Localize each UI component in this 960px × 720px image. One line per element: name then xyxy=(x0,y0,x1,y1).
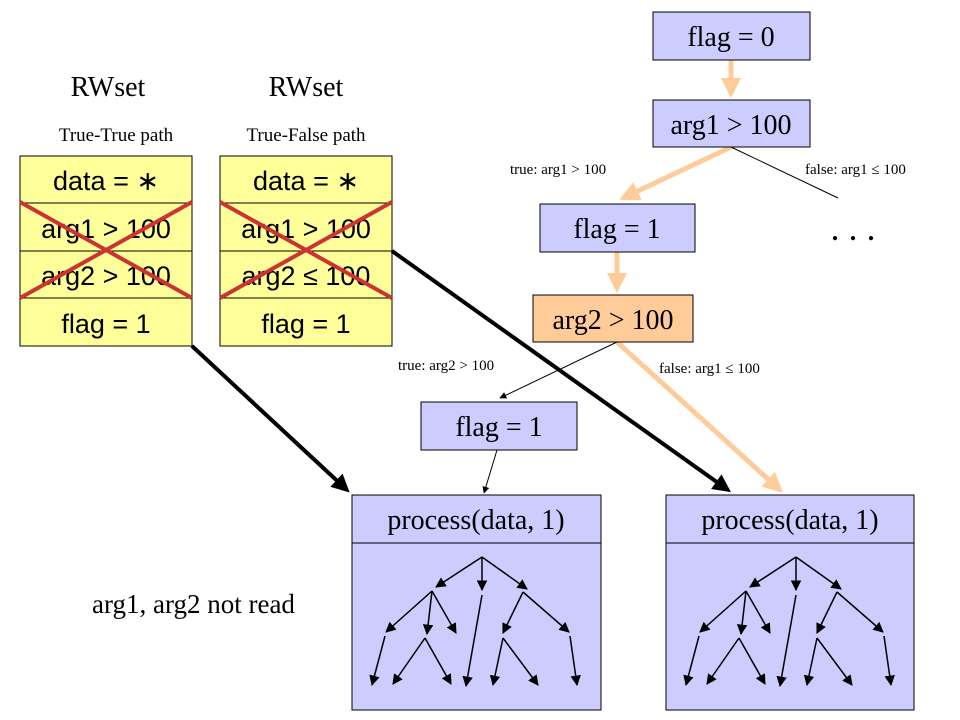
node-arg2-condition-label: arg2 > 100 xyxy=(552,305,673,336)
rwset-left-path-label: True-True path xyxy=(59,125,174,146)
rwset-right-heading: RWset xyxy=(269,72,344,103)
edge-label-true-arg1: true: arg1 > 100 xyxy=(510,162,606,178)
rwset-left-cross-mark xyxy=(19,200,193,300)
edge-label-false-arg1: false: arg1 ≤ 100 xyxy=(805,162,906,178)
node-flag0: flag = 0 xyxy=(652,11,811,61)
process-box-left: process(data, 1) xyxy=(351,494,602,711)
node-flag1-b-label: flag = 1 xyxy=(455,412,542,443)
node-flag1-a-label: flag = 1 xyxy=(573,214,660,245)
node-flag1-b: flag = 1 xyxy=(420,401,578,451)
process-box-left-title: process(data, 1) xyxy=(387,505,564,536)
process-right-call-tree xyxy=(683,556,895,688)
node-flag0-label: flag = 0 xyxy=(687,22,774,53)
note-not-read: arg1, arg2 not read xyxy=(92,589,295,619)
ellipsis: . . . xyxy=(831,208,876,248)
rwset-left-row-arg1: arg1 > 100 xyxy=(41,214,171,244)
edge-label-true-arg2: true: arg2 > 100 xyxy=(398,358,494,374)
rwset-right-table: data = ∗ arg1 > 100 arg2 ≤ 100 flag = 1 xyxy=(219,155,393,347)
rwset-to-process-arrows xyxy=(190,249,731,493)
rwset-right-row-arg1: arg1 > 100 xyxy=(241,214,371,244)
rwset-left-row-data: data = ∗ xyxy=(53,166,159,196)
process-box-right: process(data, 1) xyxy=(665,494,915,711)
rwset-left-heading: RWset xyxy=(71,72,146,103)
node-flag1-a: flag = 1 xyxy=(539,203,696,253)
rwset-left-table: data = ∗ arg1 > 100 arg2 > 100 flag = 1 xyxy=(19,155,193,347)
rwset-right-path-label: True-False path xyxy=(246,125,366,146)
node-arg2-condition: arg2 > 100 xyxy=(532,294,694,343)
rwset-right-row-data: data = ∗ xyxy=(253,166,359,196)
rwset-left-row-flag: flag = 1 xyxy=(61,309,150,339)
edge-label-false-arg2: false: arg1 ≤ 100 xyxy=(659,361,760,377)
node-arg1-condition-label: arg1 > 100 xyxy=(670,110,791,141)
rwset-right-cross-mark xyxy=(219,200,393,300)
taken-path-edges xyxy=(607,60,783,493)
node-arg1-condition: arg1 > 100 xyxy=(652,99,811,148)
process-left-call-tree xyxy=(369,556,581,688)
rwset-right-row-flag: flag = 1 xyxy=(261,309,350,339)
process-box-right-title: process(data, 1) xyxy=(701,505,878,536)
